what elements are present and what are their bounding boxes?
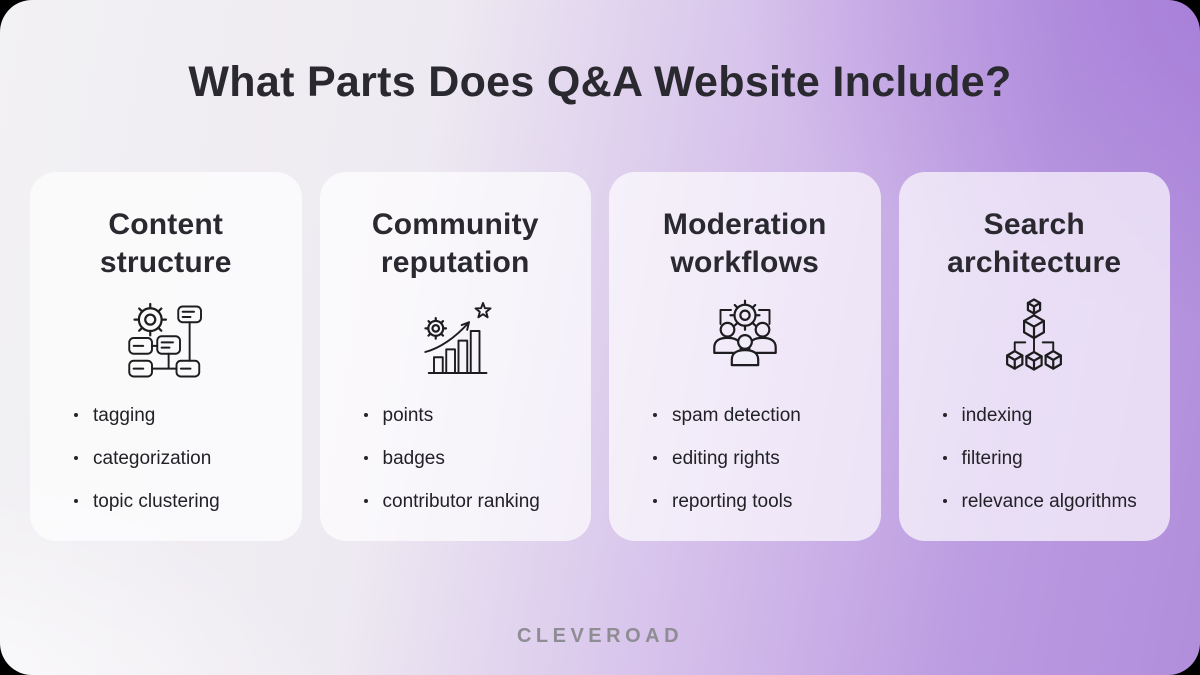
list-item-label: categorization (93, 448, 212, 469)
list-item-label: tagging (93, 405, 156, 426)
bullet-dot (74, 499, 78, 503)
bullet-dot (653, 456, 657, 460)
card-title-line1: Community (371, 208, 539, 241)
bullet-dot (74, 413, 78, 417)
list-item-label: badges (382, 448, 445, 469)
moderation-team-icon (703, 296, 787, 380)
list-item-label: filtering (961, 448, 1023, 469)
list-item: editing rights (651, 447, 863, 470)
list-item: contributor ranking (362, 490, 574, 513)
card-title-line1: Search (983, 208, 1085, 241)
card-content-structure: Content structure tag (30, 172, 302, 541)
card-bullet-list: spam detection editing rights reporting … (627, 404, 863, 513)
bullet-dot (942, 499, 947, 503)
list-item: topic clustering (72, 490, 284, 513)
sitemap-gear-icon (124, 296, 202, 378)
list-item-label: relevance algorithms (961, 491, 1137, 512)
cards-row: Content structure tag (30, 172, 1170, 541)
list-item: badges (362, 447, 574, 470)
list-item-label: reporting tools (672, 491, 793, 512)
growth-chart-icon (413, 302, 492, 374)
bullet-dot (363, 456, 368, 460)
bullet-dot (74, 456, 78, 460)
bullet-dot (363, 499, 368, 503)
card-bullet-list: points badges contributor ranking (338, 404, 574, 513)
card-title-line1: Content (108, 208, 224, 241)
card-title-line2: structure (99, 246, 232, 279)
list-item-label: editing rights (672, 448, 780, 469)
list-item-label: points (382, 405, 434, 426)
bullet-dot (653, 499, 657, 503)
card-moderation-workflows: Moderation workflows spam detection edit… (609, 172, 881, 541)
list-item: relevance algorithms (941, 490, 1153, 513)
card-search-architecture: Search architecture indexing filtering r… (898, 172, 1170, 541)
card-community-reputation: Community reputation points badges contr… (319, 172, 591, 541)
list-item-label: contributor ranking (382, 491, 540, 512)
list-item: indexing (941, 404, 1153, 427)
bullet-dot (363, 413, 368, 417)
card-bullet-list: indexing filtering relevance algorithms (917, 404, 1153, 513)
list-item: tagging (72, 404, 284, 427)
bullet-dot (942, 456, 947, 460)
card-title: Community reputation (338, 206, 574, 282)
list-item: reporting tools (651, 490, 863, 513)
card-bullet-list: tagging categorization topic clustering (48, 404, 284, 513)
card-title-line1: Moderation (662, 208, 827, 241)
bullet-dot (653, 413, 657, 417)
list-item-label: indexing (961, 405, 1033, 426)
list-item: categorization (72, 447, 284, 470)
card-title: Content structure (48, 206, 284, 282)
card-title-line2: workflows (670, 246, 819, 279)
cleveroad-logo: CLEVEROAD (516, 625, 684, 647)
card-title-line2: architecture (947, 246, 1122, 279)
card-title-line2: reputation (380, 246, 530, 279)
cube-hierarchy-icon (992, 296, 1076, 380)
list-item: spam detection (651, 404, 863, 427)
page-title: What Parts Does Q&A Website Include? (188, 58, 1012, 106)
list-item: filtering (941, 447, 1153, 470)
list-item-label: topic clustering (93, 491, 220, 512)
card-title: Moderation workflows (627, 206, 863, 282)
list-item-label: spam detection (672, 405, 801, 426)
bullet-dot (942, 413, 947, 417)
list-item: points (362, 404, 574, 427)
card-title: Search architecture (917, 206, 1153, 282)
